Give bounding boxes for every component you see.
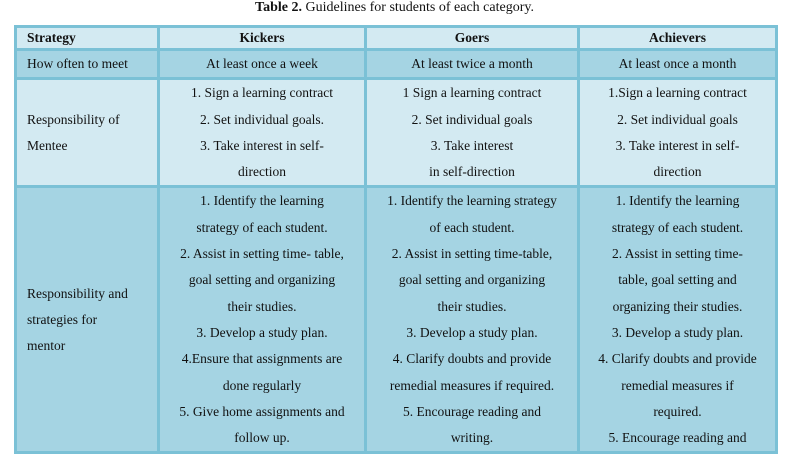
cell-line: follow up. (234, 430, 290, 446)
table-cell: 1.Sign a learning contract 2. Set individ… (577, 77, 778, 189)
row-label: How often to meet (14, 47, 160, 81)
cell-line: 3. Develop a study plan. (196, 324, 328, 340)
cell-line: Responsibility and (27, 285, 128, 301)
cell-line: strategies for (27, 311, 98, 327)
cell-line: 4. Clarify doubts and provide (598, 351, 757, 367)
cell-line: 3. Take interest in self- (615, 137, 740, 153)
cell-line: 3. Develop a study plan. (611, 324, 744, 340)
cell-line: 1. Sign a learning contract (190, 85, 334, 101)
cell-line: 2. Assist in setting time- (612, 246, 743, 262)
cell-line: At least twice a month (411, 56, 533, 71)
table-cell: At least once a week (157, 47, 367, 81)
cell-line: their studies. (227, 298, 297, 314)
cell-line: 1. Identify the learning (200, 193, 324, 209)
cell-line: their studies. (437, 298, 507, 314)
cell-line: How often to meet (27, 56, 128, 71)
header-kickers: Kickers (157, 25, 367, 51)
cell-line: writing. (450, 430, 494, 446)
cell-line: table, goal setting and (618, 272, 737, 288)
cell-line: 4.Ensure that assignments are (181, 351, 343, 367)
caption-label: Table 2. (255, 0, 302, 15)
row-label: Responsibility and strategies for mentor (14, 185, 160, 455)
table-cell: 1. Identify the learning strategy of each… (157, 185, 367, 455)
cell-line: 1. Identify the learning strategy (387, 193, 557, 209)
table-row: Responsibility and strategies for mentor 1.… (14, 185, 778, 455)
header-row: Strategy Kickers Goers Achievers (14, 25, 778, 51)
cell-line: 5. Give home assignments and (179, 403, 345, 419)
cell-line: 2. Set individual goals (411, 111, 533, 127)
cell-line: required. (653, 403, 702, 419)
cell-line: goal setting and organizing (398, 272, 546, 288)
table-cell: 1. Sign a learning contract 2. Set indivi… (157, 77, 367, 189)
cell-line: 5. Encourage reading and (403, 403, 541, 419)
cell-line: 2. Assist in setting time- table, (180, 246, 344, 262)
table-cell: 1 Sign a learning contract 2. Set individ… (364, 77, 580, 189)
cell-line: remedial measures if (621, 377, 734, 393)
guidelines-table: Strategy Kickers Goers Achievers How oft… (14, 25, 778, 455)
cell-line: Mentee (27, 137, 68, 153)
cell-line: organizing their studies. (612, 298, 743, 314)
cell-line: At least once a week (206, 56, 318, 71)
cell-line: 3. Take interest (430, 137, 514, 153)
header-achievers: Achievers (577, 25, 778, 51)
table-cell: 1. Identify the learning strategy of each… (577, 185, 778, 455)
table-row: How often to meet At least once a week At … (14, 47, 778, 81)
cell-line: direction (653, 164, 702, 180)
cell-line: mentor (27, 338, 66, 354)
table-cell: 1. Identify the learning strategy of each… (364, 185, 580, 455)
cell-line: in self-direction (429, 164, 515, 180)
cell-line: strategy of each student. (196, 219, 328, 235)
cell-line: 1. Identify the learning (615, 193, 740, 209)
table-row: Responsibility of Mentee 1. Sign a learnin… (14, 77, 778, 189)
cell-line: 2. Assist in setting time-table, (391, 246, 553, 262)
cell-line: 1 Sign a learning contract (402, 85, 542, 101)
header-goers: Goers (364, 25, 580, 51)
cell-line: 3. Develop a study plan. (406, 324, 538, 340)
table-cell: At least once a month (577, 47, 778, 81)
caption-text: Guidelines for students of each category… (301, 0, 534, 15)
cell-line: strategy of each student. (611, 219, 744, 235)
cell-line: 5. Encourage reading and (608, 430, 747, 446)
cell-line: 1.Sign a learning contract (608, 85, 747, 101)
table-caption: Table 2. Guidelines for students of each… (0, 0, 789, 16)
table-cell: At least twice a month (364, 47, 580, 81)
cell-line: done regularly (222, 377, 302, 393)
cell-line: 4. Clarify doubts and provide (392, 351, 552, 367)
cell-line: At least once a month (618, 56, 737, 71)
cell-line: Responsibility of (27, 111, 120, 127)
cell-line: 2. Set individual goals (617, 111, 738, 127)
row-label: Responsibility of Mentee (14, 77, 160, 189)
cell-line: of each student. (429, 219, 515, 235)
cell-line: 2. Set individual goals. (199, 111, 325, 127)
cell-line: remedial measures if required. (389, 377, 555, 393)
cell-line: direction (238, 164, 286, 180)
cell-line: 3. Take interest in self- (200, 137, 324, 153)
cell-line: goal setting and organizing (188, 272, 336, 288)
header-strategy: Strategy (14, 25, 160, 51)
